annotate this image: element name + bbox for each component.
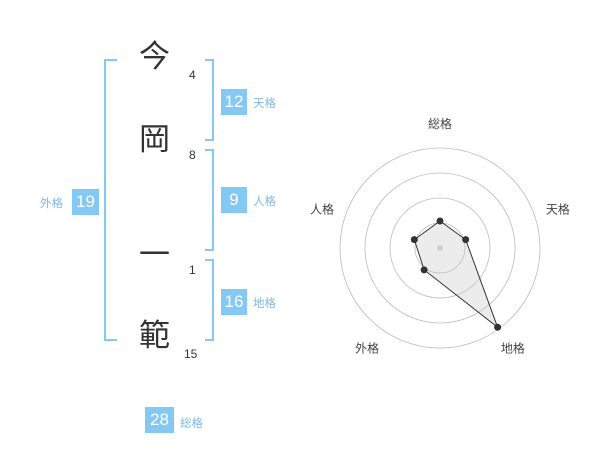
radar-point-3 [494, 323, 502, 331]
chikaku-bracket [205, 259, 214, 341]
jinkaku-label: 人格 [253, 194, 276, 208]
radar-axis-label-3: 地格 [501, 340, 525, 355]
radar-ring-4 [339, 147, 541, 349]
stroke-count-2: 8 [189, 148, 196, 162]
radar-axis-label-5: 人格 [310, 202, 334, 217]
radar-center [437, 245, 443, 251]
tenkaku-bracket [205, 59, 214, 141]
radar-point-2 [462, 236, 470, 244]
name-char-4: 範 [139, 318, 170, 354]
radar-axis-label-2: 天格 [546, 202, 570, 217]
gaikaku-label: 外格 [40, 196, 63, 210]
gaikaku-bracket [104, 59, 117, 341]
radar-axis-label-1: 総格 [428, 116, 452, 131]
name-char-1: 今 [139, 39, 170, 75]
soukaku-value: 28 [145, 407, 174, 433]
gaikaku-value: 19 [72, 189, 99, 215]
stroke-count-3: 1 [189, 263, 196, 277]
chikaku-value: 16 [221, 289, 247, 315]
radar-point-4 [420, 266, 428, 274]
soukaku-label: 総格 [180, 416, 203, 430]
radar-ring-3 [364, 172, 516, 324]
tenkaku-label: 天格 [253, 96, 276, 110]
tenkaku-value: 12 [221, 89, 247, 115]
radar-point-5 [410, 236, 418, 244]
stroke-count-1: 4 [189, 68, 196, 82]
chikaku-label: 地格 [253, 296, 276, 310]
radar-polygon [413, 220, 499, 329]
jinkaku-bracket [205, 149, 214, 251]
name-char-2: 岡 [139, 122, 170, 158]
radar-ring-2 [389, 197, 491, 299]
name-char-3: 一 [139, 237, 170, 273]
radar-point-1 [436, 217, 444, 225]
jinkaku-value: 9 [221, 187, 247, 213]
stroke-count-4: 15 [184, 347, 198, 361]
radar-axis-label-4: 外格 [355, 340, 379, 355]
